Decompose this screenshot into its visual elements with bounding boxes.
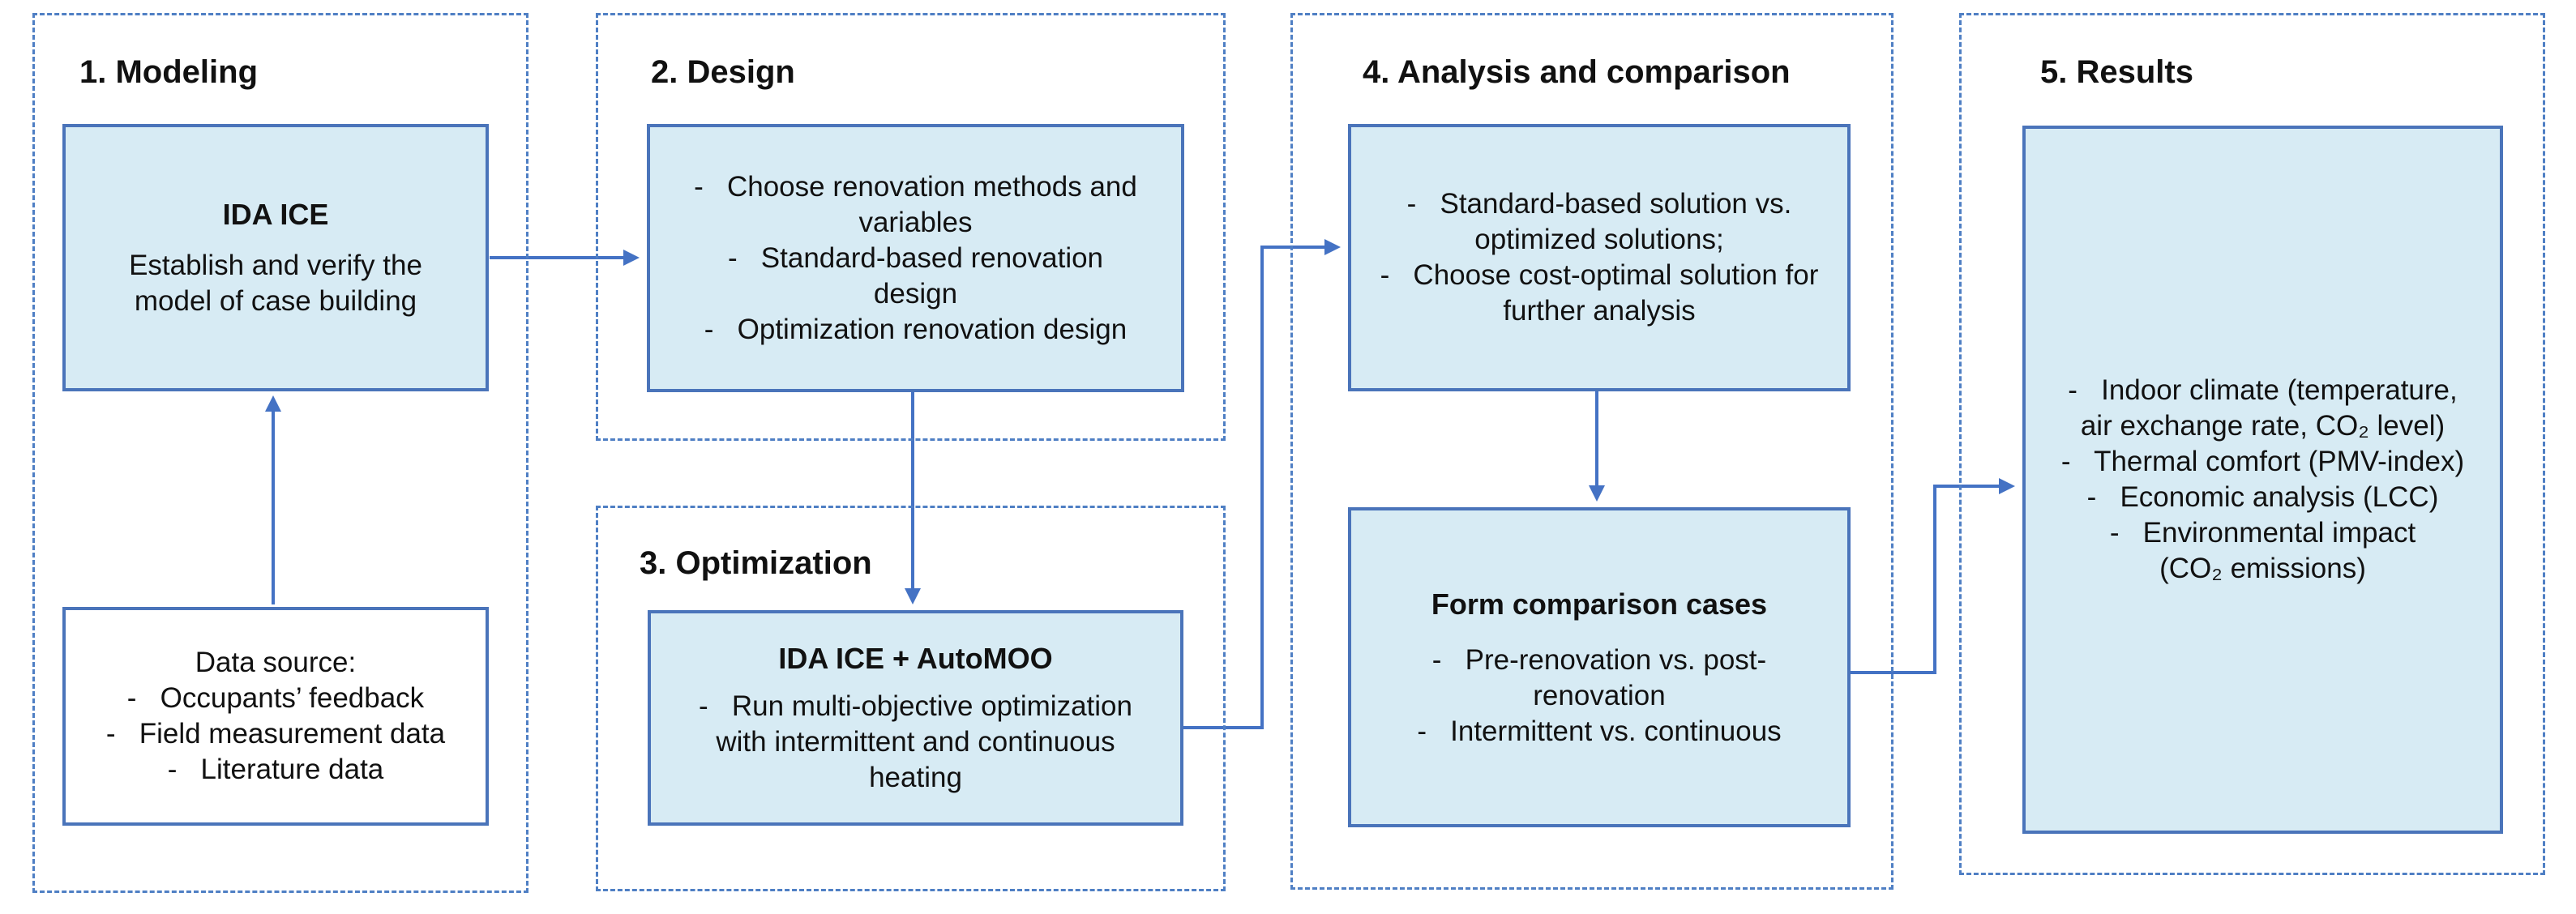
bullet-pre-vs-post-renovation: - Pre-renovation vs. post- renovation — [1431, 643, 1767, 711]
bullet-literature-data: - Literature data — [167, 754, 384, 785]
panel-design: 2. Design - Choose renovation methods an… — [596, 13, 1226, 441]
analysis-box: - Standard-based solution vs. optimized … — [1348, 124, 1851, 391]
bullet-thermal-comfort: - Thermal comfort (PMV-index) — [2060, 446, 2465, 477]
panel-title-optimization: 3. Optimization — [640, 545, 872, 581]
optimization-box-title: IDA ICE + AutoMOO — [778, 642, 1053, 675]
optimization-box: IDA ICE + AutoMOO - Run multi-objective … — [648, 610, 1183, 826]
panel-modeling: 1. Modeling IDA ICE Establish and verify… — [32, 13, 528, 893]
bullet-standard-based-design: - Standard-based renovation design — [727, 241, 1104, 310]
bullet-optimization-design: - Optimization renovation design — [704, 313, 1128, 345]
bullet-economic-analysis: - Economic analysis (LCC) — [2086, 481, 2439, 513]
bullet-choose-cost-optimal: - Choose cost-optimal solution for furth… — [1380, 259, 1819, 327]
bullet-standard-vs-optimized: - Standard-based solution vs. optimized … — [1406, 188, 1792, 255]
ida-ice-box-title: IDA ICE — [222, 198, 329, 231]
panel-analysis-comparison: 4. Analysis and comparison - Standard-ba… — [1290, 13, 1893, 890]
bullet-occupants-feedback: - Occupants’ feedback — [126, 682, 425, 714]
bullet-field-measurement: - Field measurement data — [105, 718, 446, 750]
ida-ice-box-body: Establish and verify the model of case b… — [129, 250, 422, 317]
data-source-box: Data source: - Occupants’ feedback - Fie… — [62, 607, 489, 826]
comparison-box: Form comparison cases - Pre-renovation v… — [1348, 507, 1851, 827]
data-source-heading: Data source: — [195, 647, 357, 678]
bullet-choose-renovation-methods: - Choose renovation methods and variable… — [694, 170, 1137, 238]
results-box: - Indoor climate (temperature, air excha… — [2022, 126, 2503, 834]
panel-results: 5. Results - Indoor climate (temperature… — [1959, 13, 2545, 875]
bullet-run-moo: - Run multi-objective optimization with … — [699, 690, 1132, 793]
bullet-indoor-climate: - Indoor climate (temperature, air excha… — [2068, 374, 2458, 442]
comparison-box-title: Form comparison cases — [1431, 587, 1768, 621]
panel-title-results: 5. Results — [2040, 54, 2193, 90]
panel-title-modeling: 1. Modeling — [79, 54, 258, 90]
bullet-intermittent-vs-continuous: - Intermittent vs. continuous — [1417, 715, 1782, 747]
bullet-environmental-impact: - Environmental impact (CO₂ emissions) — [2109, 517, 2416, 584]
panel-title-design: 2. Design — [651, 54, 795, 90]
ida-ice-box: IDA ICE Establish and verify the model o… — [62, 124, 489, 391]
panel-title-analysis-comparison: 4. Analysis and comparison — [1363, 54, 1791, 90]
panel-optimization: 3. Optimization IDA ICE + AutoMOO - Run … — [596, 506, 1226, 891]
design-box: - Choose renovation methods and variable… — [647, 124, 1184, 392]
